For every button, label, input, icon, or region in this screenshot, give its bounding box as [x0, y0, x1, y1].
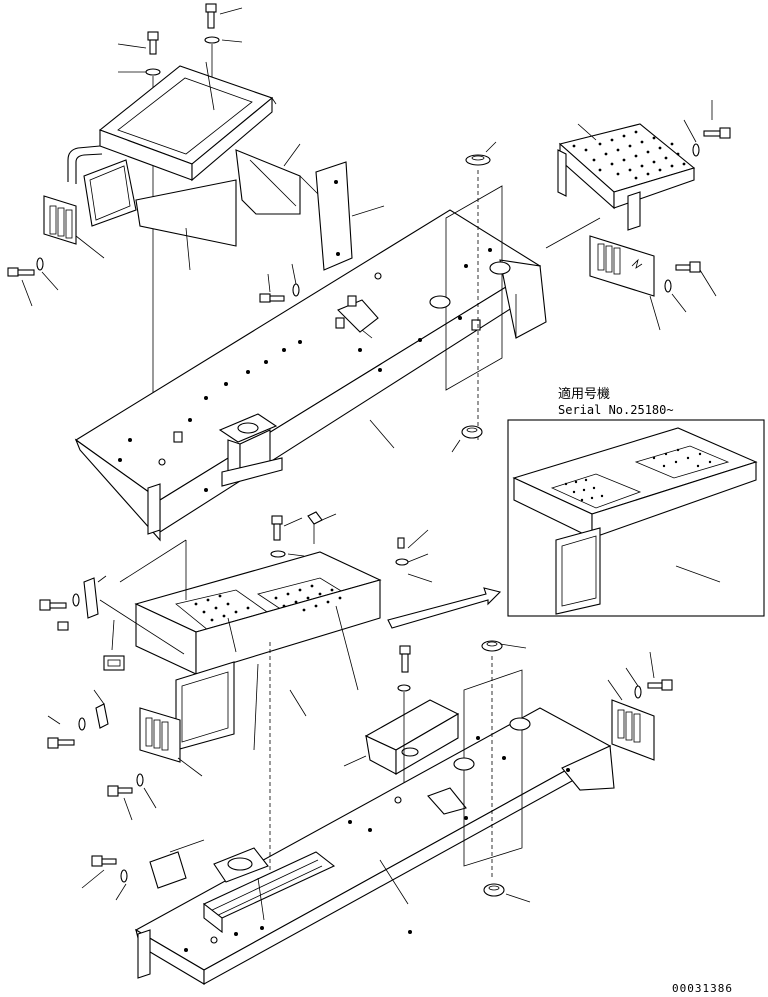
upper-step-box — [67, 61, 321, 271]
serial-note-line2: Serial No.25180~ — [558, 403, 674, 417]
right-step-plate — [545, 100, 731, 249]
vertical-strap — [259, 161, 385, 303]
upper-left-bolts — [7, 257, 59, 307]
upper-small-bracket — [337, 295, 379, 339]
lower-main-frame — [81, 640, 615, 985]
lower-right-panel — [453, 640, 673, 903]
upper-main-frame — [74, 209, 547, 542]
serial-variant-inset: 適用号機 Serial No.25180~ — [507, 386, 765, 617]
upper-duct-mount — [218, 413, 283, 487]
lower-top-bolts — [270, 511, 433, 583]
lower-left-hardware — [39, 575, 203, 821]
direction-arrow-icon — [387, 587, 502, 629]
drawing-number: 00031386 — [672, 982, 733, 995]
upper-right-panel — [429, 141, 511, 453]
lower-step-box — [99, 539, 382, 751]
serial-note-line1: 適用号機 — [558, 386, 610, 402]
right-grille — [589, 235, 717, 331]
upper-grille-left — [43, 195, 105, 259]
upper-frame-assembly — [7, 3, 731, 542]
lower-duct-cover — [343, 645, 460, 836]
lower-frame-assembly — [39, 511, 673, 985]
